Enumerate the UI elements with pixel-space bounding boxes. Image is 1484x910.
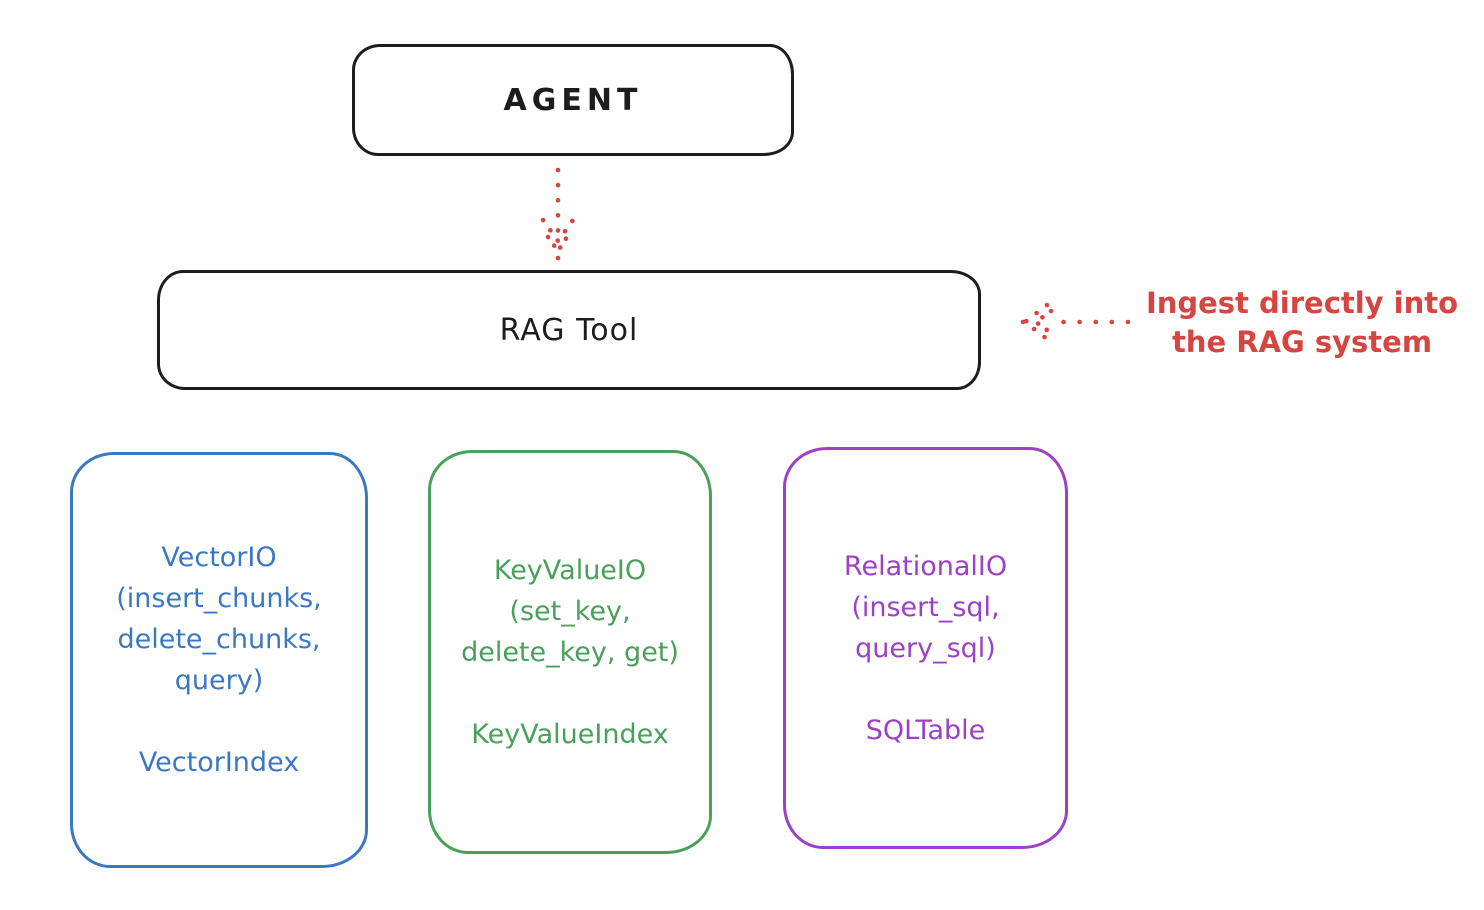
agent-box-label: AGENT [503, 82, 643, 118]
key-value-index-label: KeyValueIndex [471, 718, 669, 750]
sql-table-label: SQLTable [865, 714, 986, 746]
rag-tool-box: RAG Tool [157, 270, 981, 390]
rag-tool-box-label: RAG Tool [499, 312, 639, 348]
vector-index-label: VectorIndex [138, 747, 300, 778]
vector-io-methods: VectorIO (insert_chunks, delete_chunks, … [116, 542, 322, 696]
agent-box: AGENT [352, 44, 794, 156]
key-value-io-box: KeyValueIO (set_key, delete_key, get) Ke… [428, 450, 712, 854]
key-value-io-methods: KeyValueIO (set_key, delete_key, get) [461, 554, 679, 668]
vector-io-box: VectorIO (insert_chunks, delete_chunks, … [70, 452, 368, 868]
relational-io-methods: RelationalIO (insert_sql, query_sql) [843, 550, 1008, 664]
dotted-arrow-down-icon [540, 167, 576, 261]
annotation-ingest-note: Ingest directly into the RAG system [1145, 286, 1459, 359]
relational-io-box: RelationalIO (insert_sql, query_sql) SQL… [783, 447, 1068, 849]
dotted-arrow-left-icon [1020, 302, 1131, 342]
